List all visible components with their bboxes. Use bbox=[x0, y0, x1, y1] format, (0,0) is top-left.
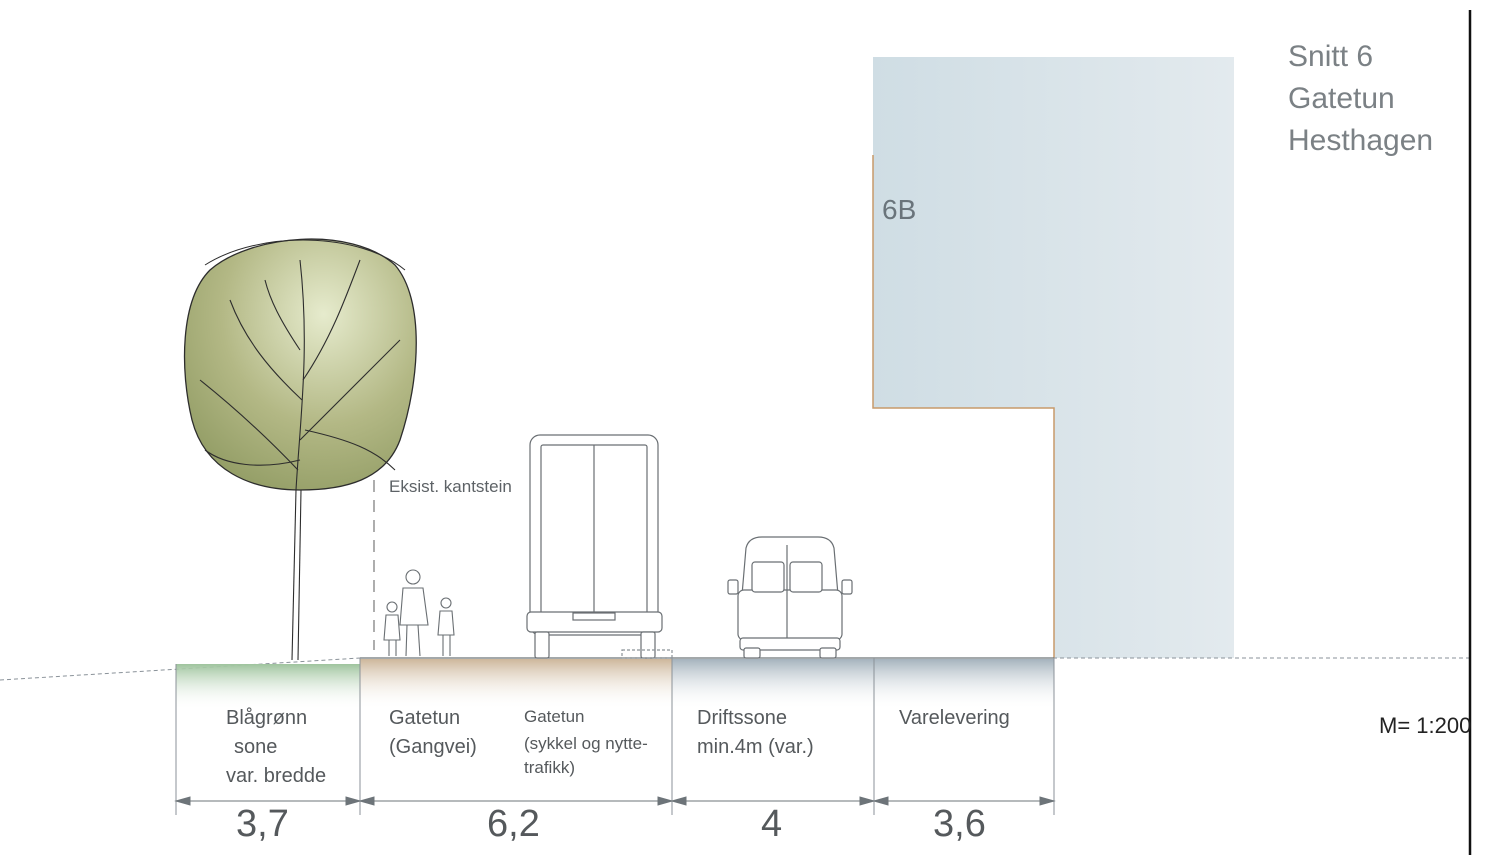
zone-1-width: 3,7 bbox=[236, 803, 289, 845]
zone-2-width: 6,2 bbox=[487, 803, 540, 845]
section-title-line-3: Hesthagen bbox=[1288, 124, 1434, 157]
zone-band-grey-2 bbox=[874, 659, 1054, 710]
truck-illustration bbox=[526, 434, 663, 659]
zone-4-label-line-1: Varelevering bbox=[899, 707, 1010, 729]
zone-3-label-line-2: min.4m (var.) bbox=[697, 736, 814, 758]
zone-2-sub-label-line-2: (sykkel og nytte- bbox=[524, 734, 648, 753]
zone-1-label-line-2: sone bbox=[234, 736, 278, 758]
zone-band-grey-1 bbox=[672, 659, 874, 710]
pedestrians-illustration bbox=[383, 569, 455, 657]
zone-band-brown bbox=[360, 659, 672, 710]
zone-1-label-line-3: var. bredde bbox=[226, 765, 327, 787]
section-title-line-1: Snitt 6 bbox=[1288, 40, 1374, 73]
building-label: 6B bbox=[882, 194, 917, 225]
tree-illustration bbox=[183, 238, 417, 661]
building-6b bbox=[872, 57, 1234, 658]
dimension-line bbox=[174, 796, 1056, 806]
scale-label: M= 1:200 bbox=[1379, 713, 1472, 738]
zone-3-label-line-1: Driftssone bbox=[697, 707, 788, 729]
zone-2-sub-label-line-1: Gatetun bbox=[524, 707, 585, 726]
zone-4-width: 3,6 bbox=[933, 803, 986, 845]
zone-band-green bbox=[176, 664, 360, 710]
zone-2-label-line-1: Gatetun bbox=[389, 707, 461, 729]
van-illustration bbox=[621, 536, 853, 659]
zone-2-sub-label-line-3: trafikk) bbox=[524, 758, 575, 777]
section-title-line-2: Gatetun bbox=[1288, 82, 1395, 115]
zone-2-label-line-2: (Gangvei) bbox=[389, 736, 477, 758]
zone-3-width: 4 bbox=[761, 803, 783, 845]
zone-dividers bbox=[175, 658, 1055, 815]
curb-note: Eksist. kantstein bbox=[389, 477, 512, 496]
zone-1-label-line-1: Blågrønn bbox=[226, 707, 308, 729]
